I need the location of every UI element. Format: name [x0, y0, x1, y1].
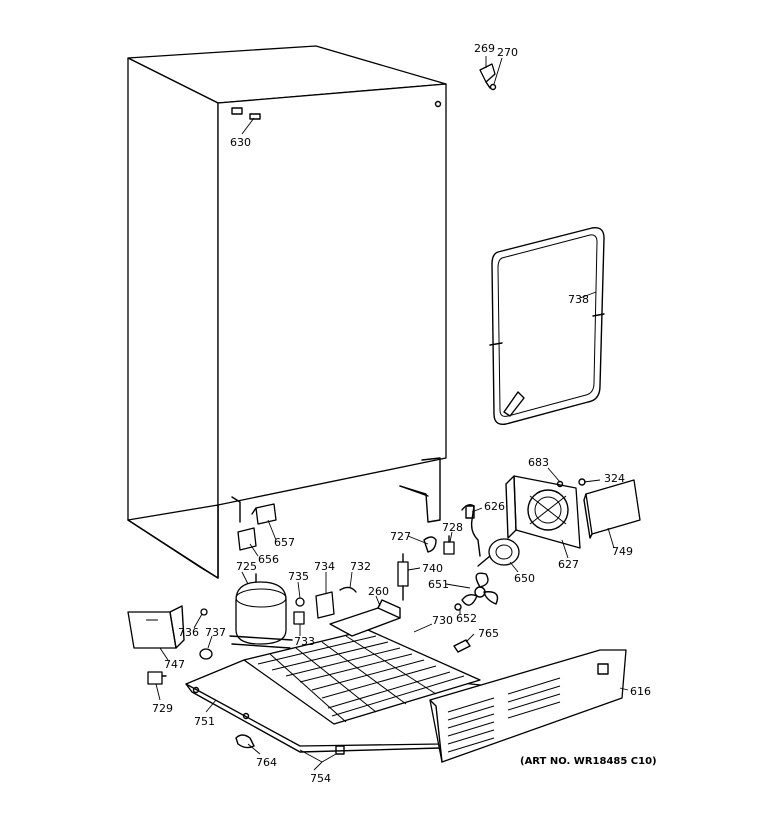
label-754[interactable]: 754: [310, 772, 331, 785]
compressor-725: [229, 573, 293, 649]
cover-749: [583, 479, 641, 539]
cabinet: [127, 45, 447, 579]
label-630[interactable]: 630: [230, 136, 251, 149]
part-728: [443, 535, 455, 555]
label-260[interactable]: 260: [368, 585, 389, 598]
part-729: [147, 671, 167, 685]
label-270[interactable]: 270: [497, 46, 518, 59]
gasket-738: [489, 227, 605, 425]
label-730[interactable]: 730: [432, 614, 453, 627]
label-749[interactable]: 749: [612, 545, 633, 558]
label-627[interactable]: 627: [558, 558, 579, 571]
clip-765: [453, 639, 471, 653]
motor-650: [477, 538, 520, 567]
label-732[interactable]: 732: [350, 560, 371, 573]
label-269[interactable]: 269: [474, 42, 495, 55]
label-626[interactable]: 626: [484, 500, 505, 513]
label-764[interactable]: 764: [256, 756, 277, 769]
part-656: [237, 527, 257, 551]
label-616[interactable]: 616: [630, 685, 651, 698]
capacitor-740: [397, 553, 409, 601]
label-734[interactable]: 734: [314, 560, 335, 573]
relay-734: [315, 591, 335, 619]
label-740[interactable]: 740: [422, 562, 443, 575]
label-765[interactable]: 765: [478, 627, 499, 640]
part-737: [199, 648, 213, 660]
label-737[interactable]: 737: [205, 626, 226, 639]
label-728[interactable]: 728: [442, 521, 463, 534]
label-652[interactable]: 652: [456, 612, 477, 625]
label-657[interactable]: 657: [274, 536, 295, 549]
bracket-260: [329, 599, 401, 637]
label-733[interactable]: 733: [294, 635, 315, 648]
fan-bracket-627: [505, 475, 586, 549]
label-725[interactable]: 725: [236, 560, 257, 573]
part-733: [293, 611, 305, 625]
clip-269-270: [479, 63, 497, 91]
part-labels: 269 270 630 738 683 324 626 657 656 727 …: [152, 42, 657, 785]
label-736[interactable]: 736: [178, 626, 199, 639]
label-735[interactable]: 735: [288, 570, 309, 583]
part-727: [423, 536, 437, 553]
label-650[interactable]: 650: [514, 572, 535, 585]
label-751[interactable]: 751: [194, 715, 215, 728]
label-747[interactable]: 747: [164, 658, 185, 671]
label-738[interactable]: 738: [568, 293, 589, 306]
grille-616: [429, 649, 627, 763]
wire-626: [461, 503, 481, 557]
part-732: [339, 586, 357, 593]
part-735: [295, 597, 305, 607]
label-683[interactable]: 683: [528, 456, 549, 469]
label-324[interactable]: 324: [604, 472, 625, 485]
leader-lines: [155, 56, 629, 771]
fan-blade-651: [454, 572, 499, 611]
label-729[interactable]: 729: [152, 702, 173, 715]
bracket-747: [127, 605, 185, 649]
condenser-730: [243, 629, 481, 725]
art-number: (ART NO. WR18485 C10): [520, 756, 657, 767]
label-727[interactable]: 727: [390, 530, 411, 543]
part-736: [200, 608, 208, 616]
label-656[interactable]: 656: [258, 553, 279, 566]
part-657: [251, 503, 277, 525]
clip-764: [235, 734, 255, 749]
label-651[interactable]: 651: [428, 578, 449, 591]
